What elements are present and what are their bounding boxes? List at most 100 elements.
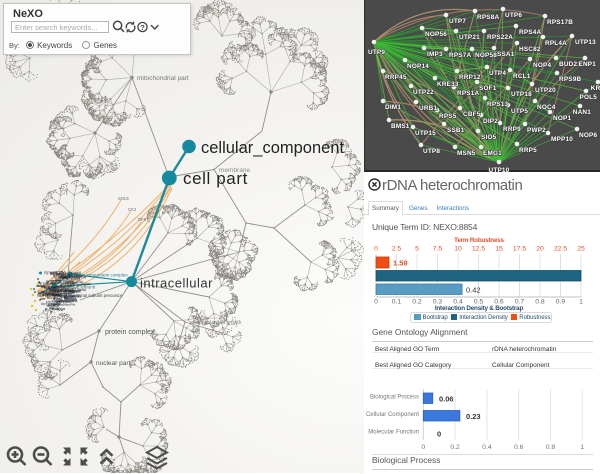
svg-text:small subunit: small subunit (58, 289, 81, 293)
svg-text:preribosome: preribosome (58, 291, 76, 296)
svg-text:ribosomal subunit precursor: ribosomal subunit precursor (68, 293, 123, 298)
svg-text:RRP complex: RRP complex (60, 272, 81, 278)
svg-text:RPL4A: RPL4A (51, 269, 65, 276)
svg-text:RPS22A: RPS22A (487, 34, 513, 41)
svg-text:RRP complex: RRP complex (60, 295, 82, 299)
svg-text:0: 0 (374, 299, 378, 306)
svg-text:0.6: 0.6 (494, 299, 504, 306)
svg-text:PWP2: PWP2 (527, 127, 546, 134)
svg-text:nuclear part: nuclear part (96, 360, 131, 367)
svg-text:nucleolus: nucleolus (42, 292, 56, 297)
svg-text:1: 1 (580, 444, 584, 451)
svg-text:SOL5: SOL5 (118, 196, 129, 201)
svg-text:processome: processome (58, 302, 76, 307)
svg-text:RPL4A: RPL4A (545, 40, 567, 47)
svg-text:NOP1: NOP1 (37, 292, 49, 298)
svg-text:MSN5: MSN5 (457, 150, 476, 157)
svg-text:0.6: 0.6 (514, 444, 524, 451)
svg-text:60S subunit: 60S subunit (41, 290, 59, 296)
svg-text:CBF5: CBF5 (463, 111, 481, 118)
svg-text:22.5: 22.5 (554, 246, 567, 253)
svg-text:2.5: 2.5 (392, 246, 402, 253)
svg-text:RPS8A: RPS8A (477, 14, 499, 21)
svg-text:UTP10: UTP10 (489, 167, 510, 172)
svg-text:UTP8: UTP8 (423, 148, 440, 155)
svg-text:12.5: 12.5 (472, 246, 485, 253)
svg-text:rRNA processing: rRNA processing (56, 270, 82, 277)
svg-text:NOP58: NOP58 (475, 52, 497, 59)
svg-text:ribosome: ribosome (64, 292, 80, 299)
svg-text:BUD21: BUD21 (559, 61, 581, 68)
svg-text:CK2: CK2 (128, 207, 137, 212)
svg-text:NAN1: NAN1 (573, 109, 591, 116)
svg-text:RPS5: RPS5 (41, 302, 50, 307)
svg-text:Biological Process: Biological Process (370, 395, 419, 401)
svg-text:ribosome: ribosome (60, 284, 73, 289)
svg-text:UTP18: UTP18 (511, 91, 532, 98)
svg-text:RPS9B: RPS9B (559, 76, 581, 83)
svg-text:processome: processome (53, 293, 76, 298)
svg-text:RPS4A: RPS4A (519, 29, 541, 36)
svg-text:mitochondrial part: mitochondrial part (137, 75, 189, 82)
svg-text:HSC82: HSC82 (519, 46, 541, 53)
svg-text:UTP5: UTP5 (511, 108, 528, 115)
svg-text:7.5: 7.5 (433, 246, 443, 253)
svg-text:UTP22: UTP22 (413, 89, 434, 96)
svg-text:RNA binding: RNA binding (58, 274, 80, 279)
svg-text:0.06: 0.06 (439, 395, 454, 404)
svg-text:0.5: 0.5 (474, 299, 484, 306)
svg-text:UTP7: UTP7 (449, 18, 466, 25)
svg-text:precursor: precursor (43, 290, 61, 297)
svg-text:0.23: 0.23 (466, 412, 481, 421)
svg-text:RNP complex: RNP complex (54, 290, 73, 295)
svg-text:0.8: 0.8 (546, 444, 556, 451)
svg-text:EMG1: EMG1 (483, 150, 502, 157)
svg-text:RRP45: RRP45 (385, 74, 407, 81)
svg-text:10: 10 (454, 246, 462, 253)
svg-text:URB1: URB1 (419, 105, 437, 112)
svg-text:KRE33: KRE33 (437, 81, 459, 88)
svg-text:0.8: 0.8 (535, 299, 545, 306)
svg-text:0.2: 0.2 (412, 299, 422, 306)
svg-text:RPS13: RPS13 (487, 101, 508, 108)
svg-text:intracellular: intracellular (140, 276, 213, 291)
svg-text:15: 15 (495, 246, 503, 253)
svg-text:NOP1: NOP1 (553, 115, 571, 122)
svg-text:RPS7A: RPS7A (51, 285, 63, 290)
svg-text:UTP9: UTP9 (51, 303, 59, 307)
svg-text:UTP4: UTP4 (489, 70, 506, 77)
svg-text:small subunit: small subunit (60, 288, 78, 294)
svg-text:RPS22A: RPS22A (49, 296, 63, 302)
svg-text:DIM1: DIM1 (385, 104, 401, 111)
svg-text:90S preribosome: 90S preribosome (50, 289, 75, 293)
svg-text:SIO5: SIO5 (481, 134, 497, 141)
svg-text:cell part: cell part (183, 169, 248, 188)
svg-text:NOP14: NOP14 (407, 63, 429, 70)
svg-text:0.4: 0.4 (453, 299, 463, 306)
svg-text:RPS7A: RPS7A (449, 52, 471, 59)
svg-text:site of polarized growth: site of polarized growth (190, 320, 242, 326)
svg-text:Cellular Component: Cellular Component (366, 412, 419, 418)
svg-text:IMP3: IMP3 (427, 51, 443, 58)
svg-text:SSB1: SSB1 (447, 127, 465, 134)
svg-text:RPS1A: RPS1A (457, 90, 479, 97)
svg-text:cellular_component: cellular_component (201, 139, 345, 157)
svg-text:0: 0 (421, 444, 425, 451)
svg-text:ENP1: ENP1 (579, 61, 597, 68)
svg-text:UTP15: UTP15 (415, 130, 436, 137)
svg-text:RRP5: RRP5 (519, 147, 537, 154)
svg-text:maturation: maturation (49, 286, 70, 293)
svg-text:0: 0 (437, 430, 441, 439)
svg-text:?: ? (140, 23, 145, 32)
svg-text:KRR1: KRR1 (591, 85, 600, 92)
svg-text:subunit alpha: subunit alpha (64, 287, 87, 292)
svg-text:protein complex: protein complex (105, 329, 155, 336)
svg-text:UTP9: UTP9 (40, 282, 49, 286)
svg-text:UTP21: UTP21 (459, 34, 480, 41)
svg-text:RRP9: RRP9 (503, 126, 521, 133)
svg-text:UTP6: UTP6 (505, 12, 522, 19)
svg-text:60S subunit: 60S subunit (59, 275, 81, 282)
svg-text:NOC4: NOC4 (537, 104, 556, 111)
svg-text:0.3: 0.3 (433, 299, 443, 306)
svg-text:UTP complex: UTP complex (53, 298, 77, 306)
